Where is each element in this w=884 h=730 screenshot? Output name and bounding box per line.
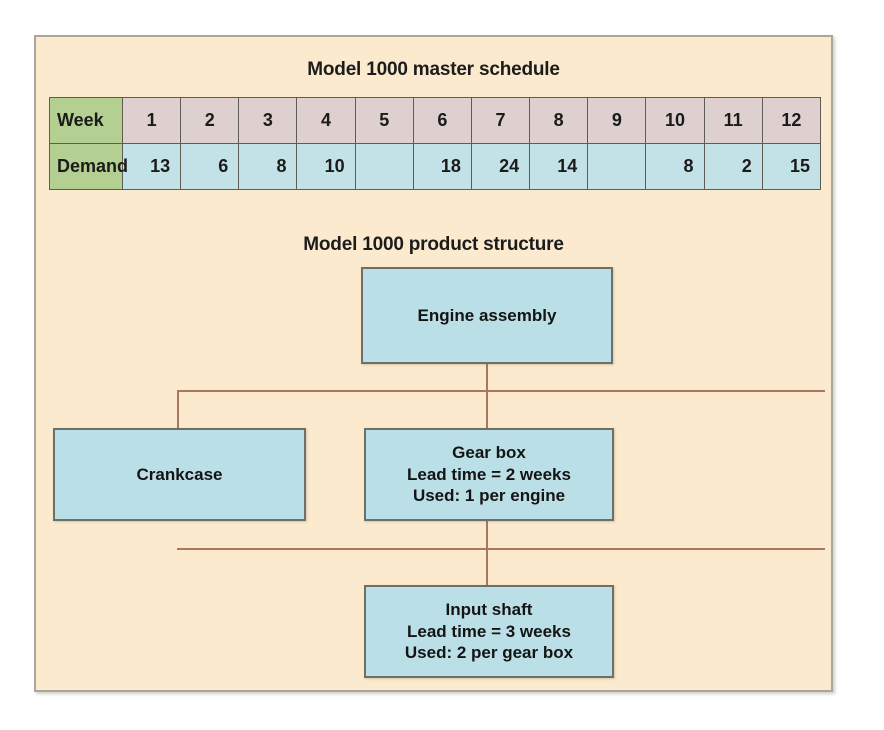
demand-cell-4: 10 xyxy=(296,143,356,190)
demand-cell-10: 8 xyxy=(645,143,705,190)
connector-bus-to-input-shaft xyxy=(486,548,488,586)
demand-cell-2: 6 xyxy=(180,143,240,190)
node-engine-assembly-title: Engine assembly xyxy=(417,305,557,325)
connector-bus-level-2 xyxy=(177,548,825,550)
week-cell-4: 4 xyxy=(296,97,356,144)
figure-panel: Model 1000 master schedule Week 1 2 3 4 … xyxy=(34,35,833,692)
node-gear-box-usage: Used: 1 per engine xyxy=(412,486,566,506)
row-label-week: Week xyxy=(49,97,123,144)
week-cell-8: 8 xyxy=(529,97,589,144)
demand-cell-7: 24 xyxy=(470,143,531,190)
week-cell-3: 3 xyxy=(238,97,298,144)
demand-cell-12: 15 xyxy=(761,143,822,190)
connector-bus-to-gear-box xyxy=(486,390,488,429)
structure-title: Model 1000 product structure xyxy=(303,234,564,255)
node-input-shaft-lead-time: Lead time = 3 weeks xyxy=(407,621,571,641)
demand-cell-9 xyxy=(587,143,647,190)
week-cell-2: 2 xyxy=(180,97,240,144)
row-label-demand: Demand xyxy=(49,143,128,190)
connector-gear-box-to-bus xyxy=(486,521,488,549)
schedule-title: Model 1000 master schedule xyxy=(307,59,560,80)
week-cell-10: 10 xyxy=(645,97,705,144)
week-cell-7: 7 xyxy=(470,97,531,144)
week-cell-1: 1 xyxy=(121,97,182,144)
node-input-shaft-usage: Used: 2 per gear box xyxy=(404,643,574,663)
node-crankcase-title: Crankcase xyxy=(136,464,223,484)
node-crankcase: Crankcase xyxy=(53,428,306,521)
table-row-demand: Demand 13 6 8 10 18 24 14 8 2 15 xyxy=(49,143,822,190)
demand-cell-5 xyxy=(354,143,414,190)
demand-cell-3: 8 xyxy=(238,143,298,190)
week-cell-11: 11 xyxy=(703,97,763,144)
master-schedule-table: Week 1 2 3 4 5 6 7 8 9 10 11 12 Demand 1… xyxy=(49,97,822,190)
node-gear-box-title: Gear box xyxy=(452,442,526,462)
product-structure-diagram: Engine assembly Crankcase Gear box Lead … xyxy=(36,37,831,690)
connector-bus-to-crankcase xyxy=(177,390,179,429)
table-row-week: Week 1 2 3 4 5 6 7 8 9 10 11 12 xyxy=(49,97,822,144)
week-cell-6: 6 xyxy=(412,97,472,144)
connector-engine-to-bus xyxy=(486,364,488,392)
week-cell-12: 12 xyxy=(761,97,822,144)
week-cell-9: 9 xyxy=(587,97,647,144)
node-gear-box: Gear box Lead time = 2 weeks Used: 1 per… xyxy=(364,428,614,521)
demand-cell-11: 2 xyxy=(703,143,763,190)
node-input-shaft-title: Input shaft xyxy=(445,599,533,619)
node-engine-assembly: Engine assembly xyxy=(361,267,613,364)
demand-cell-1: 13 xyxy=(121,143,182,190)
demand-cell-6: 18 xyxy=(412,143,472,190)
connector-bus-level-1 xyxy=(177,390,825,392)
node-gear-box-lead-time: Lead time = 2 weeks xyxy=(407,464,571,484)
demand-cell-8: 14 xyxy=(529,143,589,190)
week-cell-5: 5 xyxy=(354,97,414,144)
node-input-shaft: Input shaft Lead time = 3 weeks Used: 2 … xyxy=(364,585,614,678)
